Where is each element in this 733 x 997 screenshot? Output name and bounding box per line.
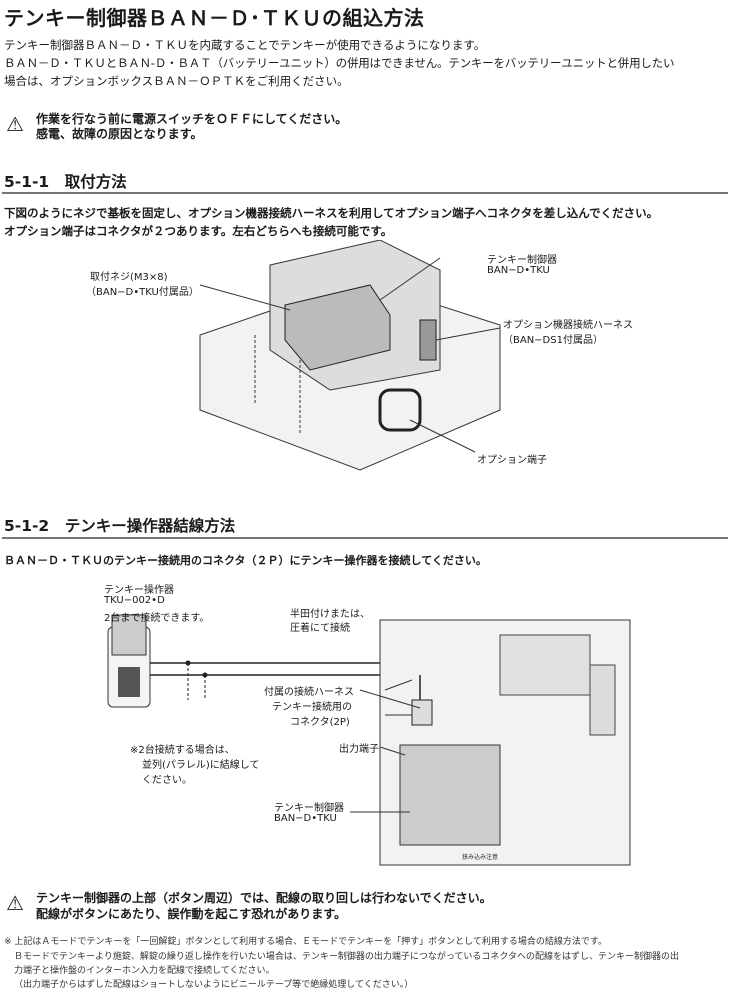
section-text: オプション端子はコネクタが２つあります。左右どちらへも接続可能です。 [4, 224, 393, 238]
label-keypad: テンキー操作器 [104, 585, 174, 596]
intro-line: テンキー制御器ＢＡＮ－Ｄ・ＴＫＵを内蔵することでテンキーが使用できるようになりま… [4, 38, 486, 52]
warning-text: 配線がボタンにあたり、誤作動を起こす恐れがあります。 [36, 907, 347, 921]
mounting-diagram [199, 240, 501, 471]
wiring-diagram [107, 614, 631, 866]
section-text: 下図のようにネジで基板を固定し、オプション機器接続ハーネスを利用してオプション端… [4, 206, 659, 220]
divider [2, 192, 728, 194]
divider [2, 537, 728, 539]
label-harness: オプション機器接続ハーネス [503, 320, 633, 331]
warning-icon: ⚠ [6, 891, 24, 915]
label-solder: 圧着にて接続 [290, 623, 350, 634]
intro-line: ＢＡＮ－Ｄ・ＴＫＵとＢＡＮ-Ｄ・ＢＡＴ（バッテリーユニット）の併用はできません。… [4, 56, 675, 70]
label-connector: テンキー接続用の [272, 702, 352, 713]
footnote-line: （出力端子からはずした配線はショートしないようにビニールテープ等で絶縁処理してく… [14, 980, 414, 990]
section-heading: 5-1-1 取付方法 [4, 173, 127, 191]
warning-text: 作業を行なう前に電源スイッチをＯＦＦにしてください。 [36, 112, 348, 126]
label-keypad-note: 2台まで接続できます。 [104, 613, 210, 624]
label-harness: 付属の接続ハーネス [264, 687, 354, 698]
label-terminal: オプション端子 [477, 455, 547, 466]
section-heading: 5-1-2 テンキー操作器結線方法 [4, 517, 236, 535]
label-output: 出力端子 [339, 744, 379, 755]
label-controller: テンキー制御器 [487, 255, 557, 266]
footnote-line: 力端子と操作盤のインターホン入力を配線で接続してください。 [14, 966, 275, 976]
label-parallel: 並列(パラレル)に結線して [142, 760, 260, 771]
section-text: ＢＡＮ－Ｄ・ＴＫＵのテンキー接続用のコネクタ（２Ｐ）にテンキー操作器を接続してく… [4, 554, 487, 567]
label-keypad-model: TKU−002•D [104, 595, 165, 606]
label-solder: 半田付けまたは、 [290, 609, 370, 620]
footnote-line: Ｂモードでテンキーより施錠、解錠の繰り返し操作を行いたい場合は、テンキー制御器の… [14, 952, 680, 962]
label-controller-model: BAN−D•TKU [274, 813, 337, 824]
label-parallel: ※2台接続する場合は、 [130, 745, 235, 756]
label-controller-model: BAN−D•TKU [487, 265, 550, 276]
label-connector: コネクタ(2P) [290, 717, 350, 728]
label-harness-note: （BAN−DS1付属品） [503, 335, 603, 346]
label-pinch: 挟み込み注意 [462, 854, 499, 861]
page-title: テンキー制御器ＢＡＮ－Ｄ･ＴＫＵの組込方法 [4, 6, 425, 30]
warning-text: テンキー制御器の上部（ボタン周辺）では、配線の取り回しは行わないでください。 [36, 891, 492, 905]
warning-icon: ⚠ [6, 112, 24, 136]
label-screw: 取付ネジ(M3×8) [90, 272, 168, 283]
label-parallel: ください。 [142, 775, 192, 786]
footnote-line: ※ 上記はＡモードでテンキーを「一回解錠」ボタンとして利用する場合、Ｅモードでテ… [4, 937, 607, 947]
intro-line: 場合は、オプションボックスＢＡＮ－ＯＰＴＫをご利用ください。 [4, 74, 349, 88]
label-controller: テンキー制御器 [274, 803, 344, 814]
label-screw-note: （BAN−D•TKU付属品） [86, 287, 199, 298]
warning-text: 感電、故障の原因となります。 [36, 127, 203, 141]
